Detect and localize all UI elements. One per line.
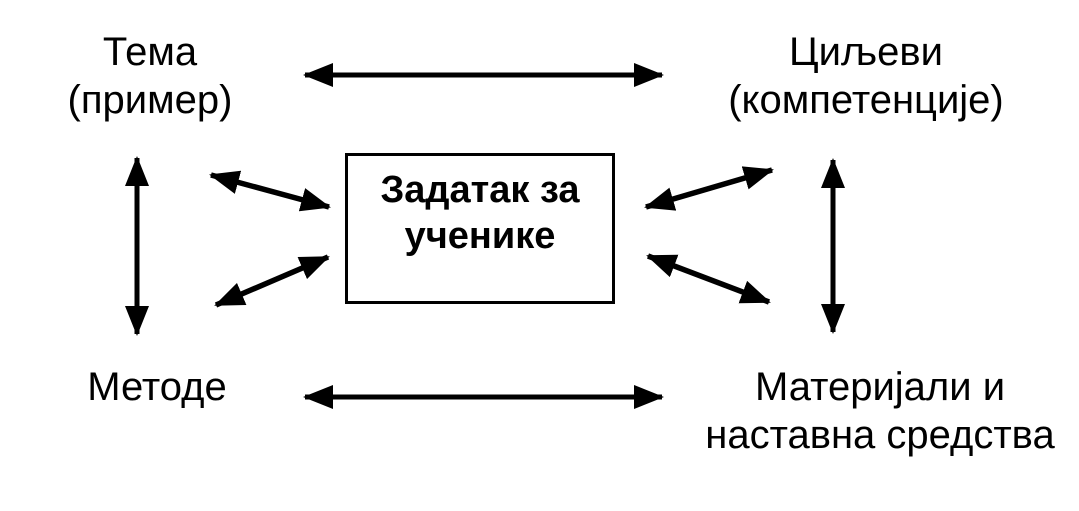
arrow-task-topic [209,170,331,212]
node-task-line1: Задатак за [380,169,580,211]
node-methods-line1: Методе [87,365,227,409]
node-goals: Циљеви (компетенције) [696,28,1036,124]
node-topic-line1: Тема [102,30,198,74]
arrow-task-goals [644,166,774,211]
node-topic: Тема (пример) [20,28,280,124]
node-materials-line2: наставна средства [705,413,1055,457]
node-task-line2: ученике [404,215,556,257]
arrow-task-methods [214,254,330,308]
node-materials: Материјали и наставна средства [680,363,1079,459]
node-topic-line2: (пример) [67,78,233,122]
node-materials-line1: Материјали и [754,365,1006,409]
arrow-task-materials [646,253,771,305]
node-goals-line2: (компетенције) [728,78,1004,122]
node-goals-line1: Циљеви [788,30,944,74]
node-task-box: Задатак за ученике [345,153,615,304]
node-methods: Методе [27,363,287,411]
